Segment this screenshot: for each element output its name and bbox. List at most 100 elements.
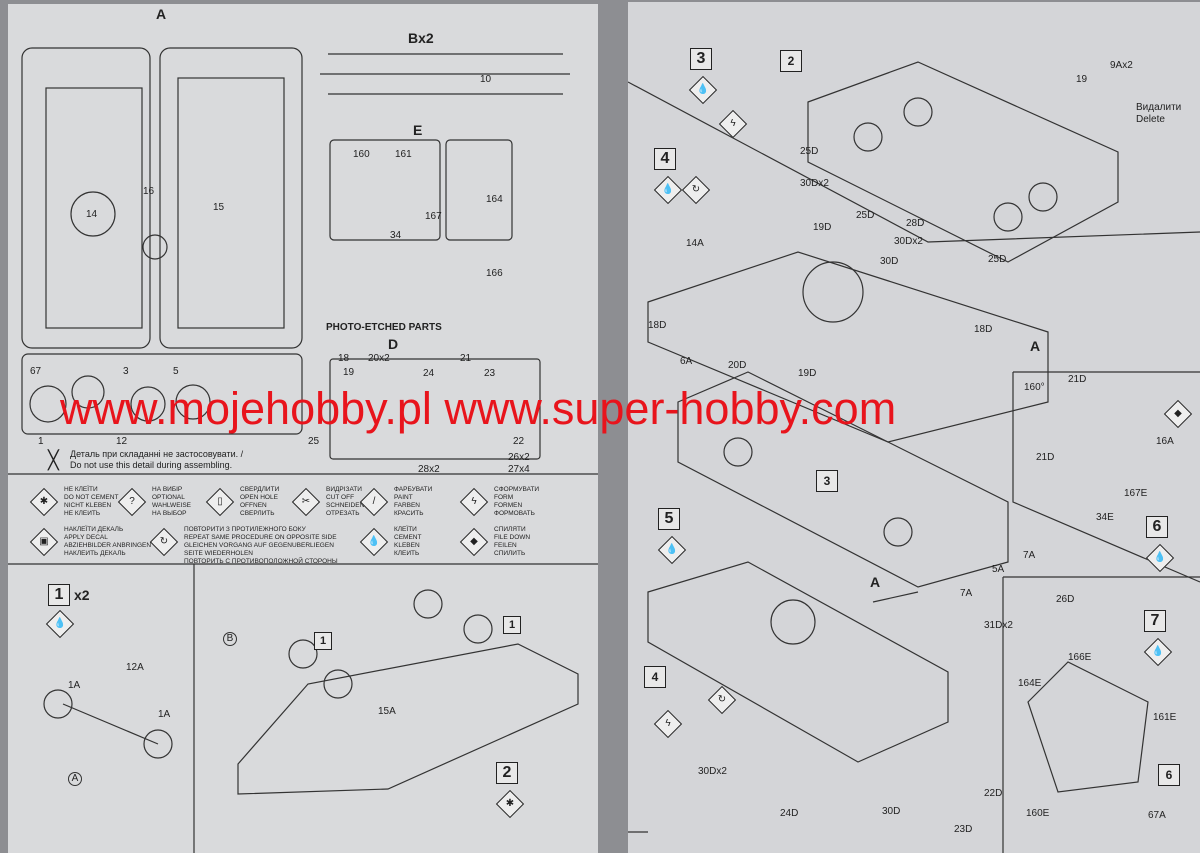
part-label: 30Dx2 [800, 178, 829, 189]
view-arrow-label: A [1030, 338, 1041, 354]
legend-line: DO NOT CEMENT [64, 494, 119, 501]
part-label: 22D [984, 788, 1003, 799]
photo-etched-heading: PHOTO-ETCHED PARTS [326, 322, 442, 333]
legend-line: НА ВИБІР [152, 486, 183, 493]
legend-line: OPTIONAL [152, 494, 185, 501]
part-label: 34 [390, 230, 402, 241]
part-label: 12 [116, 436, 128, 447]
legend-line: OFFNEN [240, 502, 267, 509]
part-label: 15 [213, 202, 225, 213]
part-label: 18D [974, 324, 993, 335]
step-number: 6 [1146, 516, 1168, 538]
legend-line: СВЕРДЛИТИ [240, 486, 280, 493]
part-label: 21D [1036, 452, 1055, 463]
legend-line: НА ВЫБОР [152, 510, 187, 517]
part-label: 67A [1148, 810, 1166, 821]
part-label: 19 [343, 367, 355, 378]
part-label: 167 [425, 211, 442, 222]
note-en: Do not use this detail during assembling… [70, 460, 233, 470]
legend-line: SEITE WIEDERHOLEN [184, 550, 253, 557]
legend-line: ПОВТОРИТИ З ПРОТИЛЕЖНОГО БОКУ [184, 526, 306, 533]
part-label: 19D [798, 368, 817, 379]
legend-line: CUT OFF [326, 494, 355, 501]
part-label: A [68, 772, 82, 786]
part-label: 25 [308, 436, 320, 447]
legend-line: APPLY DECAL [64, 534, 108, 541]
part-label: 164 [486, 194, 503, 205]
part-label: Видалити [1136, 102, 1182, 113]
step-number: 1 [48, 584, 70, 606]
part-label: 161 [395, 149, 412, 160]
right-line-art [628, 61, 1200, 853]
part-label: 166E [1068, 652, 1092, 663]
view-arrow-label: A [870, 574, 881, 590]
part-label: 24D [780, 808, 799, 819]
part-label: 15A [378, 706, 396, 717]
part-label: 160 [353, 149, 370, 160]
step-ref: 6 [1158, 764, 1180, 786]
part-label: 23D [954, 824, 973, 835]
part-label: 30Dx2 [894, 236, 923, 247]
step-ref: 1 [314, 632, 332, 650]
right-instruction-page: 3 💧 ϟ 2 9Ax2 19 Видалити Delete 25D 30Dx… [628, 2, 1200, 853]
step-multiplier: x2 [74, 587, 90, 603]
part-label: Delete [1136, 114, 1165, 125]
step-ref: 3 [816, 470, 838, 492]
part-label: 6A [680, 356, 693, 367]
part-label: 7A [960, 588, 973, 599]
legend-line: ФАРБУВАТИ [394, 486, 433, 493]
sprue-b-title: Bx2 [408, 30, 434, 46]
part-label: 30Dx2 [698, 766, 727, 777]
part-label: 25D [988, 254, 1007, 265]
left-line-art [8, 47, 598, 853]
legend-line: СПИЛИТЬ [494, 550, 526, 557]
part-label: 9Ax2 [1110, 60, 1133, 71]
legend-line: ABZIEHBILDER ANBRINGEN [64, 542, 152, 549]
part-label: 67 [30, 366, 42, 377]
part-label: 1 [38, 436, 44, 447]
legend-line: GLEICHEN VORGANG AUF GEGENUBERLIEGEN [184, 542, 334, 549]
legend-line: НАКЛЕЇТИ ДЕКАЛЬ [64, 526, 124, 533]
part-label: 161E [1153, 712, 1177, 723]
sprue-a-title: A [156, 6, 167, 22]
legend-line: ОТРЕЗАТЬ [326, 510, 360, 517]
part-label: 20x2 [368, 353, 390, 364]
legend-line: WAHLWEISE [152, 502, 192, 509]
part-label: 28x2 [418, 464, 440, 475]
part-label: 25D [856, 210, 875, 221]
watermark: www.mojehobby.pl www.super-hobby.com [60, 383, 897, 434]
part-label: 3 [123, 366, 129, 377]
part-label: 1A [68, 680, 81, 691]
angle-label: 160° [1024, 382, 1045, 393]
sprue-e-title: E [413, 122, 423, 138]
legend-line: PAINT [394, 494, 413, 501]
legend-line: KLEBEN [394, 542, 420, 549]
part-label: 20D [728, 360, 747, 371]
part-label: 23 [484, 368, 496, 379]
part-label: 30D [882, 806, 901, 817]
step-number: 4 [654, 148, 676, 170]
legend-line: FARBEN [394, 502, 421, 509]
part-label: 21D [1068, 374, 1087, 385]
legend-line: ПОВТОРИТЬ С ПРОТИВОПОЛОЖНОЙ СТОРОНЫ [184, 558, 338, 565]
part-label: 22 [513, 436, 525, 447]
part-label: 26x2 [508, 452, 530, 463]
x-mark-icon: ╳ [48, 450, 59, 470]
legend-line: CEMENT [394, 534, 422, 541]
legend-line: FORMEN [494, 502, 523, 509]
part-label: 10 [480, 74, 492, 85]
part-label: 14A [686, 238, 704, 249]
part-label: 5 [173, 366, 179, 377]
part-label: 28D [906, 218, 925, 229]
step-number: 7 [1144, 610, 1166, 632]
legend-line: НЕ КЛЕИТЬ [64, 510, 101, 517]
legend-line: КЛЕИТЬ [394, 550, 420, 557]
part-label: 30D [880, 256, 899, 267]
